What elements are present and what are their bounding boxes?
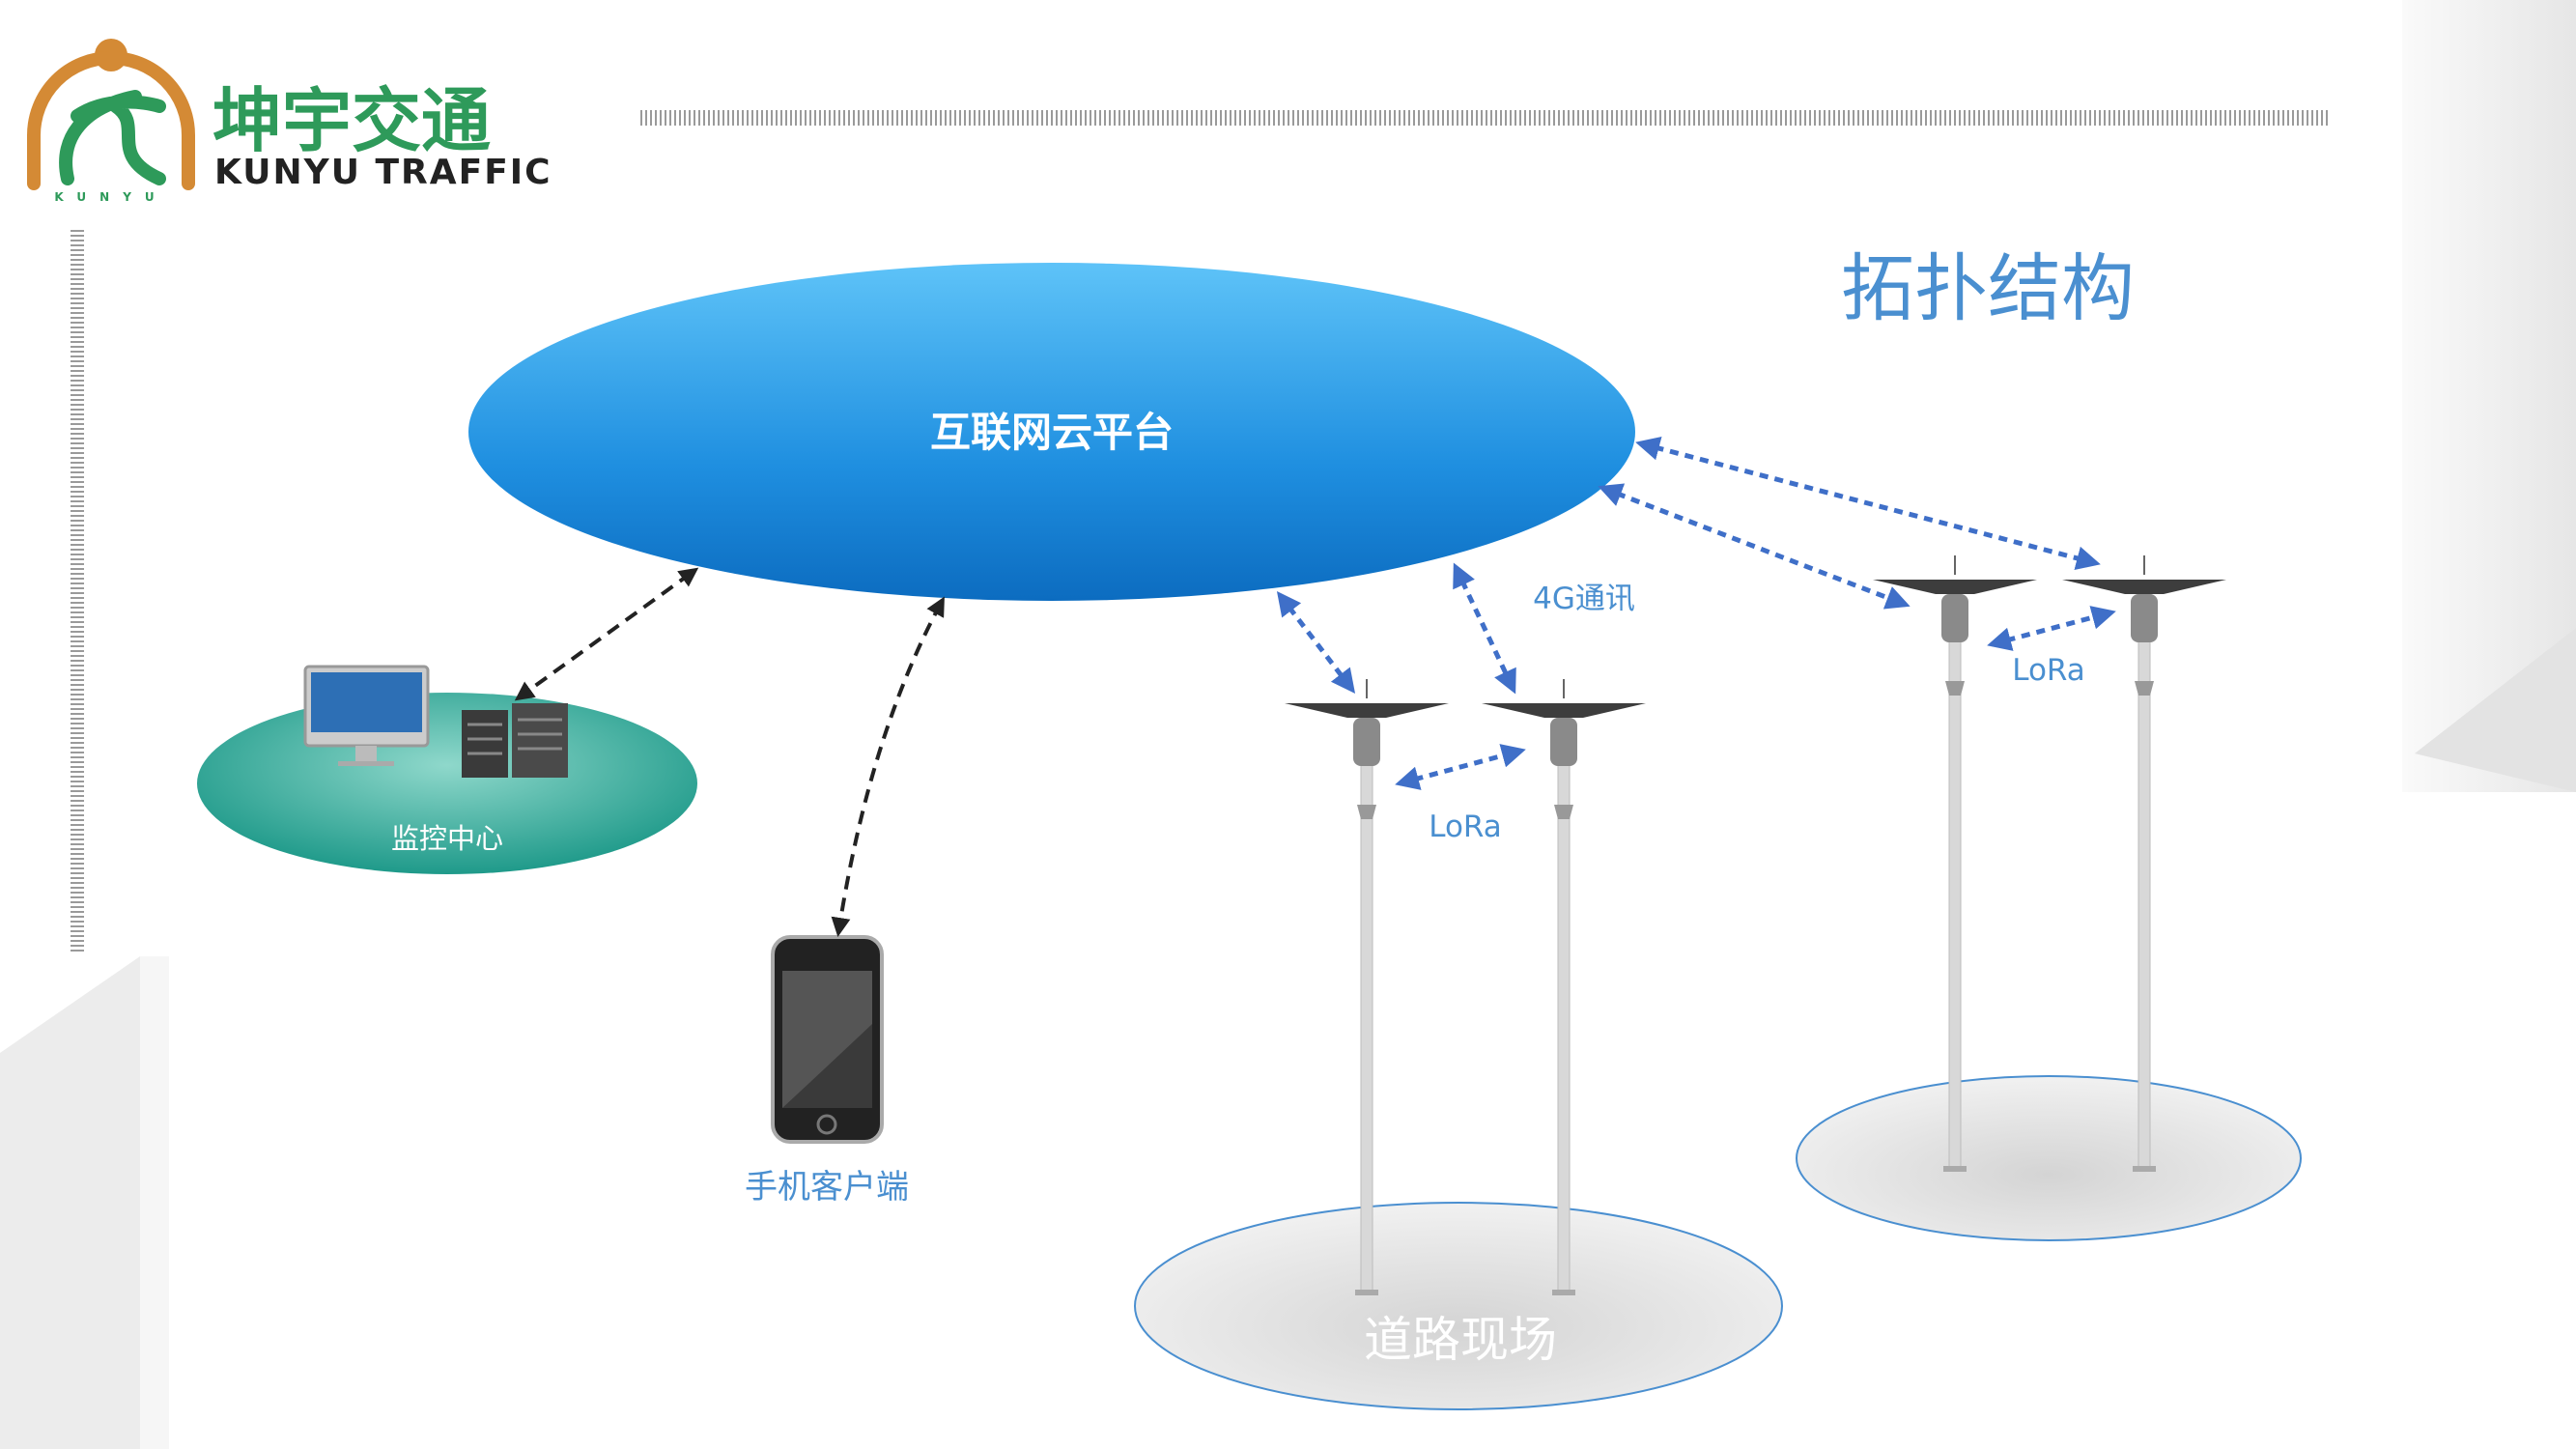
label-4g: 4G通讯 [1533,582,1635,616]
sensor-pole [2062,555,2226,1172]
logo-cn: 坤宇交通 [212,80,491,161]
road-site-node [1134,1202,1783,1410]
sensor-pole [1873,555,2037,1172]
sensor-pole [1482,679,1646,1295]
road-site-node-2 [1796,1075,2302,1241]
phone-icon [771,935,884,1144]
computer-icon [303,665,430,766]
logo-en: KUNYU TRAFFIC [214,153,552,192]
link-lora-2 [1987,606,2116,651]
link-4g-2 [1453,562,1516,695]
logo-sub: KUNYU [54,190,167,204]
link-4g-4 [1598,483,1911,610]
cloud-platform-node [468,263,1635,601]
link-phone-cloud [831,596,945,937]
phone-client-label: 手机客户端 [745,1168,909,1207]
server-icon [462,703,568,778]
sensor-pole [1285,679,1449,1295]
link-4g-3 [1635,436,2101,571]
link-4g-1 [1276,591,1356,694]
page-title: 拓扑结构 [1841,245,2135,331]
label-lora-1: LoRa [1429,810,1502,844]
decor-left [0,956,169,1449]
monitor-center-label: 监控中心 [391,822,503,855]
decor-right [2402,0,2576,792]
logo: KUNYU 坤宇交通 KUNYU TRAFFIC [0,24,600,213]
sensor-poles [1285,555,2226,1295]
link-lora-1 [1395,744,1526,790]
link-monitor-cloud [514,567,699,701]
cloud-platform-label: 互联网云平台 [930,409,1174,456]
connection-arrows [514,436,2116,937]
label-lora-2: LoRa [2012,653,2085,688]
road-site-label: 道路现场 [1364,1312,1557,1368]
